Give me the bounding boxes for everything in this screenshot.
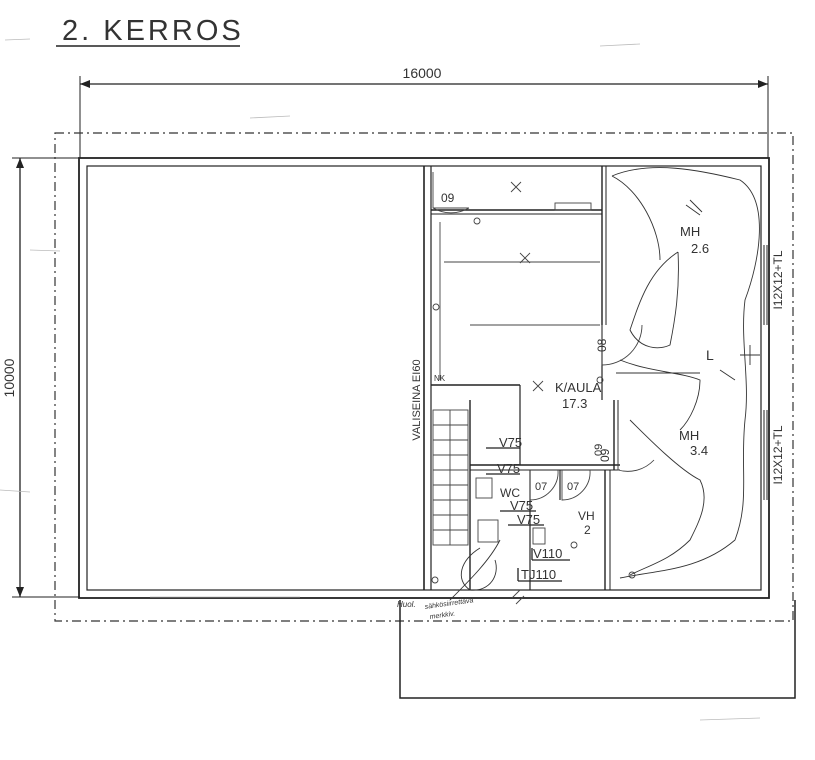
room-wc: WC	[500, 486, 520, 500]
mark-nk: NK	[434, 374, 446, 383]
mark-v110: V110	[533, 546, 562, 561]
room-kaula: K/AULA 17.3	[555, 380, 602, 411]
exterior-wall-outer	[78, 157, 770, 599]
scan-noise	[0, 38, 761, 721]
mark-v75-a: V75	[499, 435, 522, 450]
mark-v75-b: V75	[497, 461, 520, 476]
room-mh-lower-area: 3.4	[690, 443, 708, 458]
window-label-bottom: I12X12+TL	[771, 425, 785, 484]
staircase	[432, 409, 469, 546]
door-08-label: 08	[595, 338, 609, 352]
mark-tj110: TJ110	[521, 567, 556, 582]
width-dimension-label: 16000	[403, 65, 442, 81]
door-09-right: 09	[598, 430, 655, 472]
lower-extension	[399, 600, 796, 699]
room-vh-area: 2	[584, 523, 591, 537]
door-09-mid-label: 09	[593, 444, 605, 456]
depth-dimension-label: 10000	[1, 358, 17, 397]
room-kaula-area: 17.3	[562, 396, 587, 411]
door-08: 08	[595, 324, 643, 366]
door-09-mid: 09	[593, 444, 605, 456]
room-mh-upper: MH 2.6	[680, 224, 709, 256]
door-09-top-label: 09	[441, 191, 455, 205]
door-07-left: 07	[529, 469, 559, 501]
handdrawn-sketch	[460, 167, 760, 591]
note-line-1: Huol.	[397, 600, 416, 609]
door-09-top: 09	[432, 172, 470, 214]
handwritten-note: Huol. sähkösiirrettävä merkkiv.	[397, 539, 501, 621]
room-wc-name: WC	[500, 486, 520, 500]
mark-v75-c: V75	[510, 498, 533, 513]
light-fixtures	[431, 181, 636, 584]
room-vh: VH 2	[578, 509, 595, 537]
note-line-3: merkkiv.	[429, 610, 455, 620]
door-07-right: 07	[561, 469, 591, 501]
width-dimension: 16000	[79, 65, 769, 158]
window-label-top: I12X12+TL	[771, 250, 785, 309]
room-mh-upper-name: MH	[680, 224, 700, 239]
door-07-right-label: 07	[567, 481, 579, 493]
stair-wall: VALISEINA EI60	[411, 166, 432, 590]
room-vh-name: VH	[578, 509, 595, 523]
room-mh-upper-area: 2.6	[691, 241, 709, 256]
floor-title: 2. KERROS	[62, 15, 244, 47]
electrical-marks: V75 V75 V75 V75 V110 TJ110 NK L	[434, 347, 714, 605]
roof-outline	[54, 132, 794, 622]
mark-v75-d: V75	[517, 512, 540, 527]
note-line-2: sähkösiirrettävä	[424, 597, 474, 611]
room-mh-lower-name: MH	[679, 428, 699, 443]
window-right-top	[763, 245, 768, 325]
door-07-left-label: 07	[535, 481, 547, 493]
room-kaula-name: K/AULA	[555, 380, 602, 395]
stair-wall-label: VALISEINA EI60	[411, 359, 423, 440]
depth-dimension: 10000	[1, 157, 80, 598]
window-right-bottom	[763, 410, 768, 500]
door-09-right-label: 09	[598, 448, 612, 462]
room-mh-lower: MH 3.4	[679, 428, 708, 458]
mark-l: L	[706, 347, 714, 363]
